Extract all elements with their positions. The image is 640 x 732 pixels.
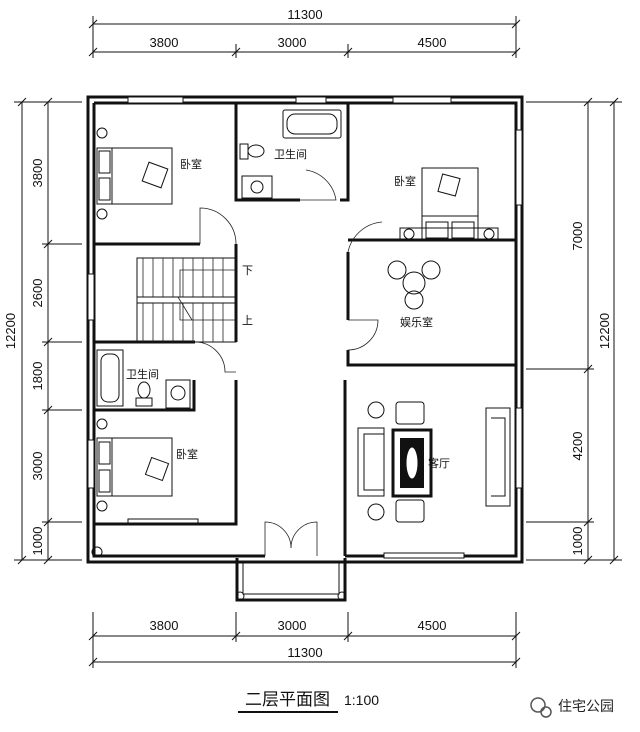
bed-nw: [96, 147, 173, 205]
dim-left-part-1: 3800: [30, 159, 45, 188]
bedroom-nw: 卧室: [96, 127, 202, 220]
dim-bottom-part-3: 4500: [418, 618, 447, 633]
bedroom-ne: 卧室: [394, 167, 499, 242]
window-right-ne: [515, 129, 523, 206]
wechat-icon: [530, 697, 546, 713]
room-label-bedroom-ne: 卧室: [394, 174, 416, 188]
armchair-bottom: [395, 499, 425, 523]
round-table: [402, 271, 426, 295]
stair-up-label: 上: [242, 314, 253, 327]
window-left-stair: [87, 273, 95, 321]
bathroom-west: 卫生间: [96, 349, 191, 409]
dim-right-total: 12200: [597, 313, 612, 349]
dim-top-total: 11300: [287, 7, 322, 22]
window-right-living: [515, 407, 523, 489]
room-label-entertainment: 娱乐室: [400, 315, 433, 329]
sink-west: [165, 379, 191, 409]
plan-scale: 1:100: [344, 692, 379, 708]
left-dimensions: 12200 3800 2600 1800 3000 1000: [3, 97, 82, 565]
plan-title: 二层平面图: [245, 690, 330, 710]
bedroom-sw: 卧室: [96, 418, 198, 512]
dim-left-part-2: 2600: [30, 279, 45, 308]
dim-left-part-5: 1000: [30, 527, 45, 556]
watermark-text: 住宅公园: [558, 699, 614, 715]
window-top-nw: [127, 96, 184, 104]
dim-right-part-2: 4200: [570, 432, 585, 461]
room-label-living: 客厅: [428, 456, 450, 470]
dim-left-part-4: 3000: [30, 452, 45, 481]
stair-down-label: 下: [242, 264, 253, 277]
interior-walls: [94, 103, 516, 556]
window-bottom-living: [383, 552, 465, 559]
doors: [194, 169, 383, 556]
window-top-bath: [295, 96, 327, 104]
toilet-north: [239, 143, 249, 160]
drawing-title: 二层平面图 1:100: [238, 690, 379, 713]
right-dimensions: 7000 4200 1000 12200: [526, 97, 622, 565]
top-dimensions: 11300 3800 3000 4500: [88, 7, 521, 58]
dim-bottom-part-2: 3000: [278, 618, 307, 633]
watermark: 住宅公园: [530, 697, 614, 718]
sink-north: [241, 175, 273, 199]
window-left-sw: [87, 439, 95, 489]
living-room: 客厅: [357, 401, 511, 523]
exterior-walls: [86, 95, 524, 602]
bottom-dimensions: 3800 3000 4500 11300: [88, 612, 521, 668]
armchair-top: [395, 401, 425, 425]
sofa: [357, 427, 385, 497]
dim-bottom-part-1: 3800: [150, 618, 179, 633]
bed-ne: [421, 167, 479, 241]
toilet-west: [135, 397, 153, 407]
room-label-bathroom-north: 卫生间: [274, 147, 307, 161]
entertainment-room: 娱乐室: [387, 260, 441, 329]
dim-right-part-1: 7000: [570, 222, 585, 251]
dim-left-total: 12200: [3, 313, 18, 349]
room-label-bedroom-sw: 卧室: [176, 447, 198, 461]
bathroom-north: 卫生间: [239, 109, 342, 199]
dim-left-part-3: 1800: [30, 362, 45, 391]
bathtub-west: [96, 349, 124, 407]
staircase: 下 上: [136, 257, 253, 343]
room-label-bathroom-west: 卫生间: [126, 367, 159, 381]
room-label-bedroom-nw: 卧室: [180, 157, 202, 171]
dim-bottom-total: 11300: [287, 645, 322, 660]
dim-top-part-2: 3000: [278, 35, 307, 50]
dim-top-part-1: 3800: [150, 35, 179, 50]
bed-sw: [96, 437, 173, 497]
window-top-ne: [392, 96, 452, 104]
tv-cabinet: [485, 407, 511, 507]
dim-top-part-3: 4500: [418, 35, 447, 50]
dim-right-part-3: 1000: [570, 527, 585, 556]
bathtub-north: [282, 109, 342, 139]
